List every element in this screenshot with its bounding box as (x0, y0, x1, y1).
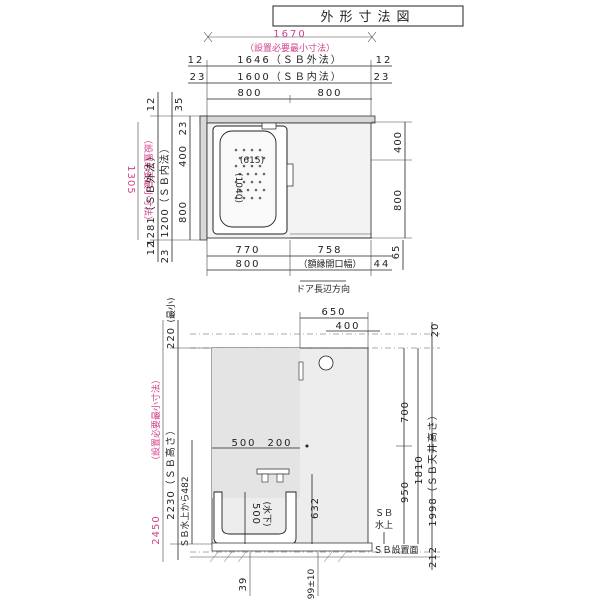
elev-inner-500b: 500 (250, 503, 261, 525)
elev-inner-950: 950 (400, 481, 411, 503)
plan-left-12-bottom: 12 (146, 241, 157, 256)
title-box (272, 5, 464, 27)
plan-v-400: 400 (178, 145, 189, 167)
plan-bottom-44: 44 (374, 259, 391, 270)
plan-view: (615) (1040) 1670 （設置必要最小寸法） 12 1646（ＳＢ外… (125, 29, 412, 295)
plan-wall-left (199, 115, 208, 241)
plan-overall-depth: 1305 (125, 165, 136, 194)
plan-sb-outer-width: 1646（ＳＢ外法） (237, 53, 342, 66)
plan-left-12-top: 12 (146, 97, 157, 112)
sb-water-label-1: ＳＢ (375, 509, 393, 519)
elev-top-650: 650 (321, 307, 346, 318)
shower-head-icon (298, 361, 304, 381)
elevation-view: 650 400 20 2450 （設置必要最小寸法） 220 (最小) 2230… (150, 297, 441, 599)
elev-water-below: (水下) (261, 501, 273, 526)
plan-right-400: 400 (393, 131, 404, 153)
plan-span-left-800: 800 (237, 88, 262, 99)
elevation-floor (211, 542, 373, 552)
plan-bottom-770: 770 (235, 245, 260, 256)
sb-floor-label: ＳＢ設置面 (373, 544, 418, 556)
bathtub-inner (219, 130, 277, 228)
tub-length-label: (1040) (233, 173, 243, 203)
elev-220-note: (最小) (166, 297, 177, 322)
plan-sb-inner-depth: 1200（ＳＢ内法） (158, 142, 171, 237)
page-title: 外形寸法図 (320, 10, 415, 25)
plan-v-800: 800 (178, 201, 189, 223)
faucet-elevation-icon (256, 468, 290, 483)
vent-icon (318, 355, 334, 371)
elev-top-400: 400 (335, 321, 360, 332)
elevation-wall-panel (212, 348, 300, 498)
plan-right-23: 23 (374, 72, 391, 83)
elev-inner-632: 632 (310, 497, 321, 519)
elev-inner-700: 700 (400, 401, 411, 423)
elev-sb-water-482: ＳＢ水上から482 (179, 476, 191, 547)
tub-dot-pattern (234, 148, 266, 200)
plan-bottom-758: 758 (317, 245, 342, 256)
plan-left-12: 12 (188, 55, 205, 66)
plan-bottom-800: 800 (235, 259, 260, 270)
plan-door-note: （額縁開口幅） (298, 258, 361, 270)
plan-bottom-65: 65 (391, 245, 402, 260)
elev-sb-height: 2230（ＳＢ高さ） (164, 424, 177, 519)
elev-top-20: 20 (430, 323, 441, 338)
elev-99: 99±10 (307, 569, 317, 600)
floor-hatch (209, 551, 347, 563)
elev-right-1998: 1998（ＳＢ天井高さ） (426, 409, 439, 526)
elev-overall-height: 2450 (151, 515, 162, 544)
shelf-plan-icon (286, 163, 294, 187)
plan-overall-width-note: （設置必要最小寸法） (245, 42, 335, 54)
plan-wall-top (199, 115, 376, 124)
plan-v-35: 35 (174, 97, 185, 112)
faucet-plan-icon (261, 122, 277, 130)
plan-sb-inner-width: 1600（ＳＢ内法） (237, 70, 342, 83)
elev-39: 39 (238, 577, 249, 592)
plan-right-12: 12 (376, 55, 393, 66)
plan-left-23: 23 (190, 72, 207, 83)
tub-width-label: (615) (240, 156, 264, 166)
plan-overall-depth-note: （設置必要最小寸法） (142, 135, 154, 225)
sb-water-label-2: 水上 (375, 519, 393, 531)
plan-left-23-bottom: 23 (160, 249, 171, 264)
plan-overall-width: 1670 (273, 29, 306, 40)
door-direction-label: ドア長辺方向 (296, 283, 350, 295)
elev-220: 220 (166, 327, 177, 349)
plan-right-800: 800 (393, 189, 404, 211)
elev-right-212: 212 (428, 546, 439, 568)
elev-inner-200: 200 (267, 438, 292, 449)
plan-span-right-800: 800 (317, 88, 342, 99)
elev-overall-height-note: （設置必要最小寸法） (150, 375, 162, 465)
elev-inner-500a: 500 (231, 438, 256, 449)
elev-right-1810: 1810 (414, 455, 425, 484)
plan-left-23-top: 23 (178, 121, 189, 136)
plan-sb-outer-depth: 1281（ＳＢ外法） (144, 150, 157, 245)
